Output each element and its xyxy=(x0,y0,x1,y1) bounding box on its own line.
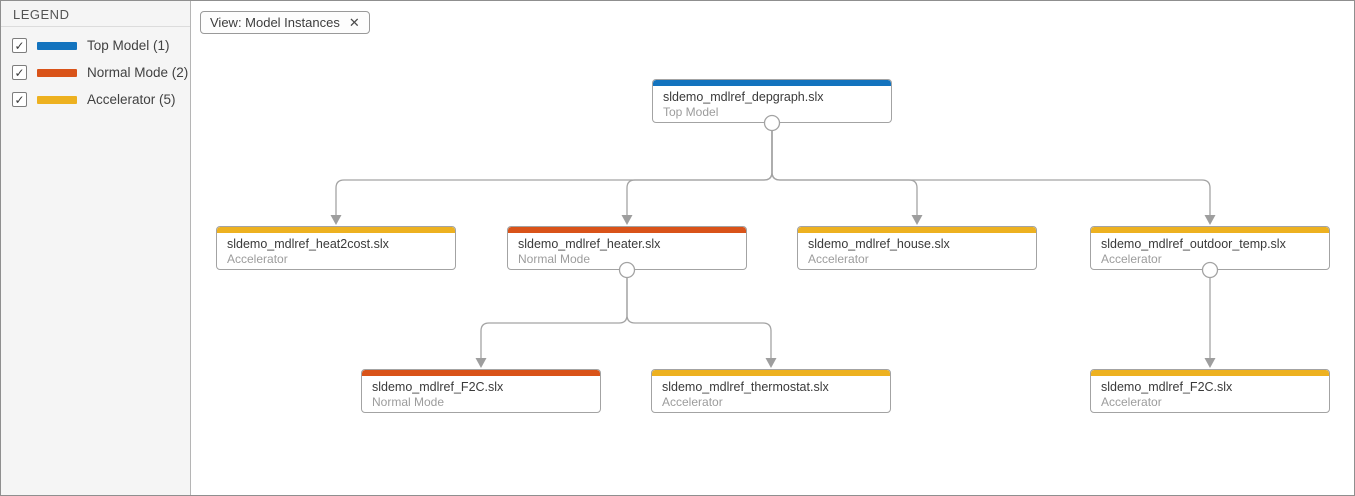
arrowhead-icon xyxy=(330,215,342,225)
node-subtitle: Top Model xyxy=(663,105,719,119)
node-title: sldemo_mdlref_thermostat.slx xyxy=(662,380,829,394)
graph-node-thermostat[interactable]: sldemo_mdlref_thermostat.slx Accelerator xyxy=(651,369,891,413)
arrowhead-icon xyxy=(475,358,487,368)
graph-node-heat2cost[interactable]: sldemo_mdlref_heat2cost.slx Accelerator xyxy=(216,226,456,270)
node-mode-bar xyxy=(1091,370,1329,376)
legend-item[interactable]: ✓ Normal Mode (2) xyxy=(1,59,190,86)
node-subtitle: Accelerator xyxy=(1101,252,1162,266)
node-subtitle: Normal Mode xyxy=(372,395,445,409)
node-mode-bar xyxy=(362,370,600,376)
graph-node-F2C_nm[interactable]: sldemo_mdlref_F2C.slx Normal Mode xyxy=(361,369,601,413)
node-title: sldemo_mdlref_outdoor_temp.slx xyxy=(1101,237,1286,251)
node-mode-bar xyxy=(798,227,1036,233)
legend-item-list: ✓ Top Model (1) ✓ Normal Mode (2) ✓ Acce… xyxy=(1,32,190,113)
node-title: sldemo_mdlref_heat2cost.slx xyxy=(227,237,389,251)
collapse-children-circle-depgraph[interactable] xyxy=(763,114,781,132)
arrowhead-icon xyxy=(1204,215,1216,225)
node-subtitle: Accelerator xyxy=(808,252,869,266)
node-mode-bar xyxy=(653,80,891,86)
edge-heater-to-F2C_nm xyxy=(480,278,628,358)
view-filter-label: View: Model Instances xyxy=(210,15,340,30)
legend-title: LEGEND xyxy=(1,1,190,27)
arrowhead-icon xyxy=(765,358,777,368)
legend-item[interactable]: ✓ Top Model (1) xyxy=(1,32,190,59)
node-subtitle: Normal Mode xyxy=(518,252,591,266)
node-subtitle: Accelerator xyxy=(227,252,288,266)
legend-color-swatch xyxy=(37,95,77,104)
edge-heater-to-thermostat xyxy=(626,278,772,358)
arrowhead-icon xyxy=(1204,358,1216,368)
node-title: sldemo_mdlref_house.slx xyxy=(808,237,950,251)
legend-checkbox[interactable]: ✓ xyxy=(12,38,27,53)
node-title: sldemo_mdlref_heater.slx xyxy=(518,237,661,251)
legend-checkbox[interactable]: ✓ xyxy=(12,92,27,107)
legend-panel: LEGEND ✓ Top Model (1) ✓ Normal Mode (2)… xyxy=(1,1,191,495)
node-subtitle: Accelerator xyxy=(662,395,723,409)
graph-canvas[interactable]: View: Model Instances ✕ sldemo_mdlref_de… xyxy=(191,1,1354,495)
view-filter-chip[interactable]: View: Model Instances ✕ xyxy=(200,11,370,34)
legend-item-label: Accelerator (5) xyxy=(87,92,176,107)
node-subtitle: Accelerator xyxy=(1101,395,1162,409)
legend-checkbox[interactable]: ✓ xyxy=(12,65,27,80)
arrowhead-icon xyxy=(621,215,633,225)
node-title: sldemo_mdlref_F2C.slx xyxy=(1101,380,1233,394)
graph-node-house[interactable]: sldemo_mdlref_house.slx Accelerator xyxy=(797,226,1037,270)
edge-depgraph-to-heater xyxy=(626,131,773,215)
collapse-children-circle-heater[interactable] xyxy=(618,261,636,279)
node-mode-bar xyxy=(217,227,455,233)
edge-depgraph-to-outdoor_temp xyxy=(771,131,1211,215)
close-icon[interactable]: ✕ xyxy=(348,14,360,30)
node-title: sldemo_mdlref_F2C.slx xyxy=(372,380,504,394)
arrowhead-icon xyxy=(911,215,923,225)
collapse-children-circle-outdoor_temp[interactable] xyxy=(1201,261,1219,279)
node-title: sldemo_mdlref_depgraph.slx xyxy=(663,90,824,104)
graph-node-F2C_acc[interactable]: sldemo_mdlref_F2C.slx Accelerator xyxy=(1090,369,1330,413)
legend-color-swatch xyxy=(37,68,77,77)
legend-item-label: Normal Mode (2) xyxy=(87,65,189,80)
node-mode-bar xyxy=(508,227,746,233)
legend-item-label: Top Model (1) xyxy=(87,38,170,53)
node-mode-bar xyxy=(652,370,890,376)
legend-item[interactable]: ✓ Accelerator (5) xyxy=(1,86,190,113)
edge-depgraph-to-house xyxy=(771,131,918,215)
legend-color-swatch xyxy=(37,41,77,50)
node-mode-bar xyxy=(1091,227,1329,233)
edge-depgraph-to-heat2cost xyxy=(335,131,773,215)
